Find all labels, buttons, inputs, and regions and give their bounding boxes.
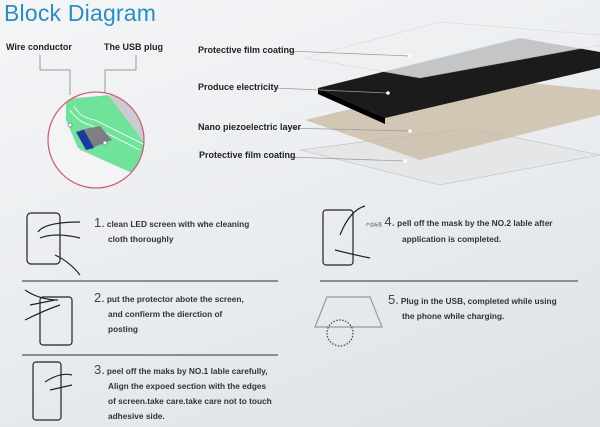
- product-label-tag: 产品标签: [366, 222, 382, 227]
- step4-phone-icon: [322, 209, 354, 266]
- page-title: Block Diagram: [4, 0, 157, 26]
- step3-phone-icon: [32, 361, 62, 421]
- piezo-layer: [305, 78, 600, 160]
- label-layer-piezo: Nano piezoelectric layer: [198, 122, 302, 132]
- step-5: 5.Plug in the USB, completed while using…: [388, 292, 557, 321]
- step-1: 1.clean LED screen with whe cleaning clo…: [94, 215, 250, 244]
- label-layer-electricity: Produce electricity: [198, 82, 279, 92]
- top-film-layer: [304, 21, 600, 79]
- label-layer-top-film: Protective film coating: [198, 45, 295, 55]
- label-usb-plug: The USB plug: [104, 42, 163, 52]
- wire-leader-line: [39, 55, 71, 95]
- step5-phone-icon: [314, 296, 383, 328]
- step-3: 3.peel off the maks by NO.1 lable carefu…: [94, 362, 272, 421]
- step2-phone-icon: [39, 296, 73, 346]
- step-2: 2.put the protector abote the screen, an…: [94, 290, 244, 334]
- step-4: 产品标签 4.pell off the mask by the NO.2 lab…: [366, 214, 553, 244]
- divider: [320, 280, 578, 282]
- divider: [22, 354, 278, 356]
- label-wire-conductor: Wire conductor: [6, 42, 72, 52]
- step1-phone-icon: [26, 212, 61, 265]
- usb-port-magnifier: [326, 319, 354, 347]
- divider: [22, 280, 278, 282]
- label-layer-bottom-film: Protective film coating: [199, 150, 296, 160]
